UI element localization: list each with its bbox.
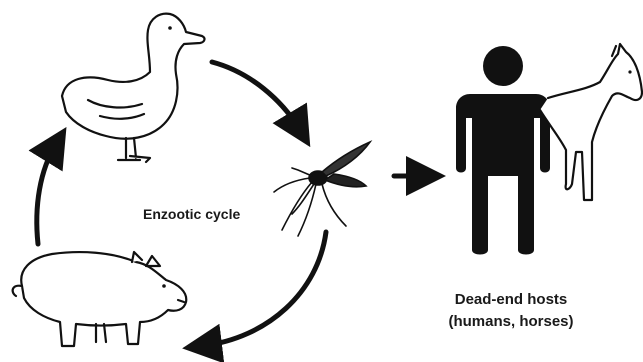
duck-to-mosquito-arrow [212,62,300,130]
dead-end-hosts-label: Dead-end hosts [436,291,586,308]
duck-icon [62,14,204,162]
pig-icon [13,252,187,346]
enzootic-cycle-label: Enzootic cycle [143,206,240,222]
mosquito-to-pig-arrow [202,232,326,346]
dead-end-hosts-examples-label: (humans, horses) [436,313,586,330]
human-icon [456,46,550,255]
mosquito-icon [274,142,370,236]
horse-icon [540,44,642,200]
pig-to-duck-arrow [37,144,56,244]
